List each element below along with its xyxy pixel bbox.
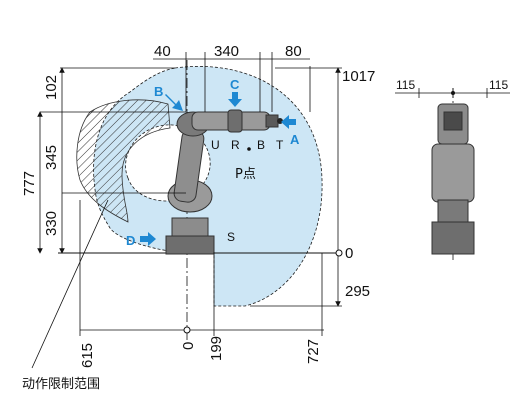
dim-side-115-right: 115 (489, 78, 508, 92)
axis-U: U (211, 138, 220, 152)
dim-bottom-727: 727 (305, 339, 322, 364)
point-P (247, 147, 251, 151)
dim-right-0: 0 (345, 245, 353, 262)
arrow-A (281, 115, 296, 129)
callout-A: A (290, 132, 300, 147)
arrow-B (165, 94, 183, 111)
dim-left-330: 330 (43, 211, 60, 236)
axis-T: T (276, 138, 284, 152)
dim-bottom-199: 199 (208, 336, 225, 361)
axis-R: R (231, 138, 240, 152)
side-origin-marker (451, 91, 455, 95)
motion-range-caption: 动作限制范围 (22, 377, 100, 392)
dim-left-345: 345 (43, 145, 60, 170)
arrow-C (228, 92, 242, 107)
origin-marker-right (335, 249, 343, 257)
dim-bottom-615: 615 (79, 343, 96, 368)
callout-B: B (154, 84, 163, 99)
arrow-D (140, 232, 156, 246)
point-P-label: P点 (235, 167, 256, 182)
dim-top-40: 40 (154, 43, 171, 60)
callout-D: D (126, 233, 135, 248)
robot-side-view (431, 88, 475, 260)
dim-left-102: 102 (43, 75, 60, 100)
axis-B: B (257, 138, 265, 152)
restricted-area-hatch (76, 99, 171, 223)
dim-bottom-0: 0 (180, 342, 197, 350)
dim-right-1017: 1017 (342, 68, 375, 85)
axis-S: S (227, 230, 235, 244)
dim-left-777: 777 (21, 171, 38, 196)
robot-front-view (165, 109, 283, 255)
callout-C: C (230, 77, 240, 92)
dim-top-340: 340 (214, 43, 239, 60)
dim-side-115-left: 115 (396, 78, 415, 92)
origin-marker-bottom (183, 326, 191, 334)
dim-right-295: 295 (345, 283, 370, 300)
dim-top-80: 80 (285, 43, 302, 60)
